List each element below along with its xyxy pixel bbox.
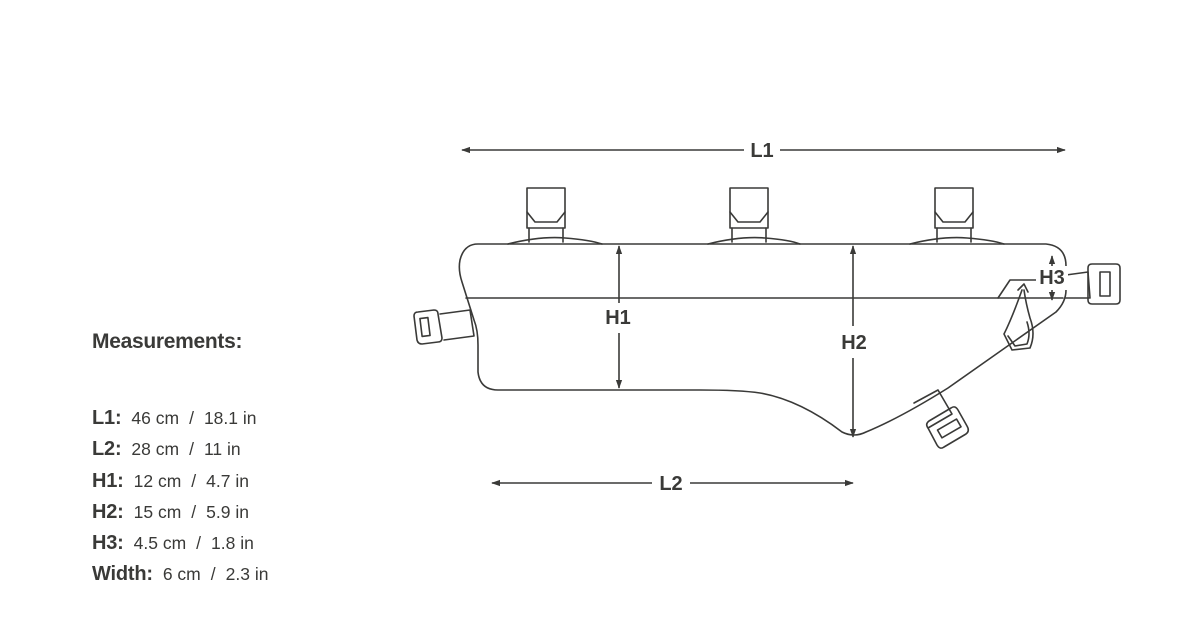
h2-label: H2: [841, 332, 867, 354]
measurement-key: H3:: [92, 532, 124, 555]
measurements-title: Measurements:: [92, 330, 243, 353]
h1-label: H1: [605, 307, 631, 329]
top-strap-right: [909, 187, 1005, 245]
measurement-row-h3: H3: 4.5 cm / 1.8 in: [92, 528, 392, 559]
measurement-inch: 4.7 in: [206, 470, 249, 491]
measurement-key: L1:: [92, 407, 122, 429]
measurement-row-h2: H2: 15 cm / 5.9 in: [92, 497, 392, 528]
measurement-separator: /: [189, 408, 194, 428]
measurement-key: H1:: [92, 469, 124, 492]
bottom-buckle: [913, 389, 970, 449]
measurement-separator: /: [210, 564, 216, 585]
h3-label: H3: [1039, 267, 1065, 289]
measurement-row-l2: L2: 28 cm / 11 in: [92, 434, 392, 465]
measurement-row-width: Width: 6 cm / 2.3 in: [92, 559, 392, 590]
measurement-inch: 11 in: [203, 439, 241, 460]
measurement-separator: /: [191, 501, 197, 522]
zipper-pull: [997, 279, 1049, 351]
measurement-cm: 46 cm: [131, 408, 180, 428]
measurement-cm: 6 cm: [162, 564, 201, 585]
bag-body-outline: [458, 243, 1067, 436]
measurement-cm: 28 cm: [131, 439, 180, 460]
measurement-key: L2:: [92, 438, 122, 461]
measurement-key: H2:: [92, 500, 124, 523]
measurements-panel: Measurements: L1: 46 cm / 18.1 in L2: 28 cm /…: [92, 328, 392, 591]
top-strap-middle: [707, 187, 801, 245]
left-buckle: [413, 309, 475, 345]
measurement-inch: 2.3 in: [225, 564, 269, 585]
top-strap-left: [507, 187, 603, 245]
measurement-inch: 18.1 in: [203, 408, 257, 428]
measurement-separator: /: [191, 470, 197, 491]
measurement-key: Width:: [92, 563, 153, 586]
measurement-separator: /: [189, 439, 194, 460]
measurement-cm: 15 cm: [133, 501, 182, 522]
measurement-separator: /: [196, 533, 202, 554]
measurement-cm: 4.5 cm: [133, 533, 187, 554]
l2-label: L2: [659, 473, 682, 495]
l1-label: L1: [750, 140, 773, 162]
measurement-row-h1: H1: 12 cm / 4.7 in: [92, 466, 392, 497]
right-buckle: [1065, 263, 1121, 305]
measurement-inch: 1.8 in: [211, 533, 254, 554]
measurement-cm: 12 cm: [133, 470, 182, 491]
measurement-inch: 5.9 in: [206, 501, 249, 522]
measurement-row-l1: L1: 46 cm / 18.1 in: [92, 403, 392, 434]
